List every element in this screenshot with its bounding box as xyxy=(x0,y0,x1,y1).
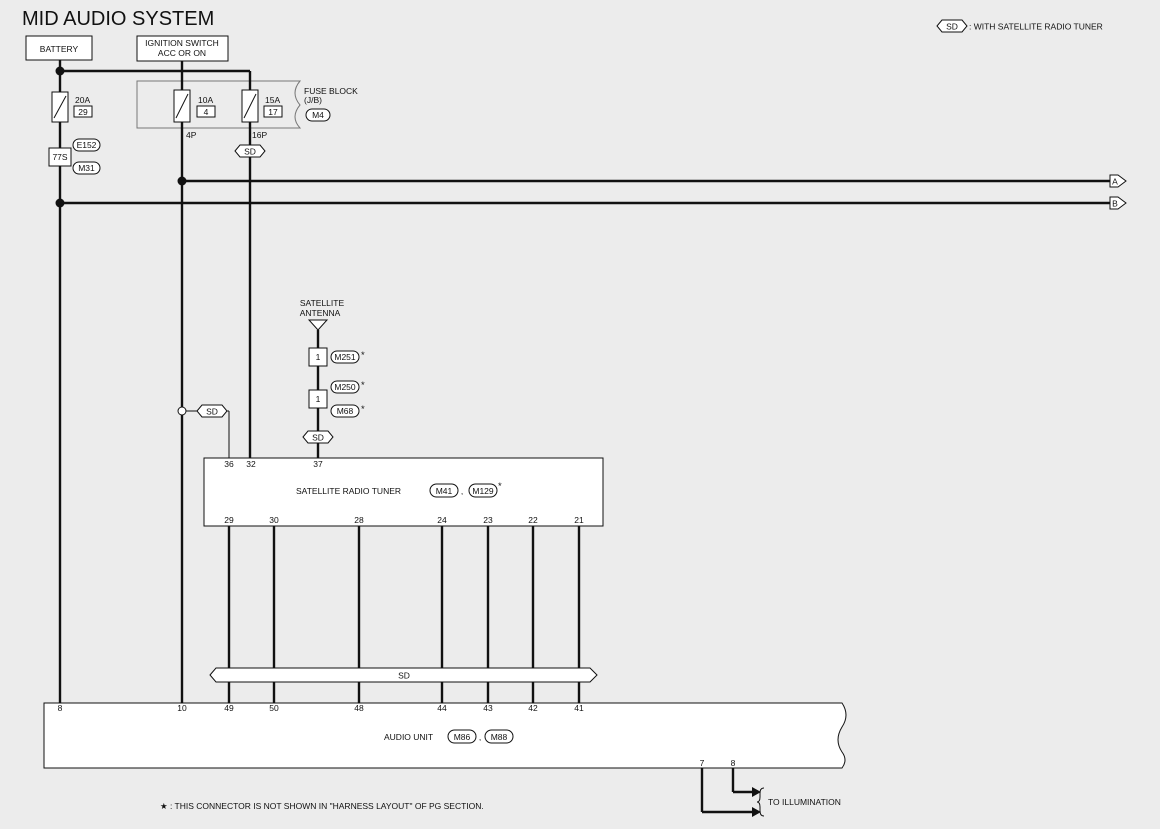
splice-dot xyxy=(55,198,65,208)
ignition-label-1: IGNITION SWITCH xyxy=(145,38,219,48)
tuner-pin-32: 32 xyxy=(246,459,256,469)
connector-m31: M31 xyxy=(78,163,95,173)
sd-bar: SD xyxy=(209,667,598,683)
page-title: MID AUDIO SYSTEM xyxy=(22,8,214,30)
sd-marker-antenna: SD xyxy=(302,430,334,444)
arrow-b: B xyxy=(1109,196,1127,210)
splice-dot xyxy=(55,66,65,76)
battery-label: BATTERY xyxy=(40,44,79,54)
sd-legend: SD : WITH SATELLITE RADIO TUNER xyxy=(936,19,1103,33)
fuse-10a-num: 4 xyxy=(204,107,209,117)
tuner-connector-2: M129 xyxy=(472,486,494,496)
fuse-block-outline xyxy=(136,80,302,129)
audio-pin-43: 43 xyxy=(483,703,493,713)
fuse-15a-num: 17 xyxy=(268,107,278,117)
audio-pin-8: 8 xyxy=(58,703,63,713)
fuse-10a-pin: 4P xyxy=(186,130,197,140)
tuner-pin-22: 22 xyxy=(528,515,538,525)
wires xyxy=(58,60,1112,814)
tuner-pin-30: 30 xyxy=(269,515,279,525)
audio-pin-42: 42 xyxy=(528,703,538,713)
tuner-pin-21: 21 xyxy=(574,515,584,525)
svg-text:*: * xyxy=(361,404,365,415)
connector-e152: E152 xyxy=(77,140,97,150)
ignition-switch-box: IGNITION SWITCH ACC OR ON xyxy=(136,35,229,62)
svg-text:1: 1 xyxy=(316,394,321,404)
antenna-icon xyxy=(307,319,329,331)
svg-text:,: , xyxy=(461,486,463,496)
audio-pin-7: 7 xyxy=(700,758,705,768)
audio-unit: 8 10 49 50 48 44 43 42 41 AUDIO UNIT M86… xyxy=(43,702,847,769)
battery-box: BATTERY xyxy=(25,35,93,61)
illumination-arrows: TO ILLUMINATION xyxy=(752,787,841,817)
fuse-20a: 20A 29 xyxy=(51,91,93,123)
svg-text:SD: SD xyxy=(312,433,324,443)
antenna-label-2: ANTENNA xyxy=(300,308,341,318)
svg-text:*: * xyxy=(498,481,502,492)
tuner-label: SATELLITE RADIO TUNER xyxy=(296,486,401,496)
tuner-connector-1: M41 xyxy=(436,486,453,496)
battery-connector-pin: 77S xyxy=(52,152,67,162)
tuner-pin-23: 23 xyxy=(483,515,493,525)
audio-pin-8-illum: 8 xyxy=(731,758,736,768)
sd-marker-branch: SD xyxy=(196,404,228,418)
fuse-block-connector-label: M4 xyxy=(312,110,324,120)
svg-text:*: * xyxy=(361,350,365,361)
satellite-antenna: SATELLITE ANTENNA xyxy=(300,298,345,331)
fuse-15a-amp: 15A xyxy=(265,95,280,105)
fuse-10a: 10A 4 4P xyxy=(173,89,216,140)
splice-dot xyxy=(177,176,187,186)
fuse-15a: 15A 17 16P xyxy=(241,89,283,140)
svg-text:M250: M250 xyxy=(334,382,356,392)
antenna-connector-b: 1 M250 * M68 * xyxy=(308,380,365,418)
fuse-15a-pin: 16P xyxy=(252,130,267,140)
audio-pin-48: 48 xyxy=(354,703,364,713)
tuner-pin-28: 28 xyxy=(354,515,364,525)
arrow-a: A xyxy=(1109,174,1127,188)
fuse-20a-num: 29 xyxy=(78,107,88,117)
tuner-pin-29: 29 xyxy=(224,515,234,525)
audio-unit-label: AUDIO UNIT xyxy=(384,732,433,742)
audio-pin-41: 41 xyxy=(574,703,584,713)
arrow-b-label: B xyxy=(1112,199,1118,209)
audio-pin-49: 49 xyxy=(224,703,234,713)
svg-text:SD: SD xyxy=(244,147,256,157)
arrow-a-label: A xyxy=(1112,177,1118,187)
legend-text: : WITH SATELLITE RADIO TUNER xyxy=(969,22,1103,32)
legend-sd-code: SD xyxy=(946,22,958,32)
satellite-radio-tuner: 36 32 37 SATELLITE RADIO TUNER M41 , M12… xyxy=(203,457,604,527)
fuse-block-label-1: FUSE BLOCK xyxy=(304,86,358,96)
tuner-pin-37: 37 xyxy=(313,459,323,469)
illumination-label: TO ILLUMINATION xyxy=(768,797,841,807)
footnote: ★ : THIS CONNECTOR IS NOT SHOWN IN "HARN… xyxy=(160,801,484,811)
antenna-connector-a: 1 M251 * xyxy=(308,347,365,367)
open-splice xyxy=(177,406,187,416)
audio-connector-1: M86 xyxy=(454,732,471,742)
audio-pin-44: 44 xyxy=(437,703,447,713)
audio-pin-10: 10 xyxy=(177,703,187,713)
antenna-label-1: SATELLITE xyxy=(300,298,345,308)
fuse-20a-amp: 20A xyxy=(75,95,90,105)
svg-text:M68: M68 xyxy=(337,406,354,416)
tuner-pin-36: 36 xyxy=(224,459,234,469)
fuse-block-label-2: (J/B) xyxy=(304,95,322,105)
fuse-10a-amp: 10A xyxy=(198,95,213,105)
svg-text:M251: M251 xyxy=(334,352,356,362)
audio-connector-2: M88 xyxy=(491,732,508,742)
sd-marker-fuse: SD xyxy=(234,144,266,158)
ignition-label-2: ACC OR ON xyxy=(158,48,206,58)
fuse-block-connector xyxy=(305,108,331,122)
svg-text:SD: SD xyxy=(398,671,410,681)
svg-text:1: 1 xyxy=(316,352,321,362)
svg-text:,: , xyxy=(479,732,481,742)
svg-text:SD: SD xyxy=(206,407,218,417)
audio-pin-50: 50 xyxy=(269,703,279,713)
battery-connector: 77S E152 M31 xyxy=(48,138,101,175)
tuner-pin-24: 24 xyxy=(437,515,447,525)
svg-text:*: * xyxy=(361,380,365,391)
